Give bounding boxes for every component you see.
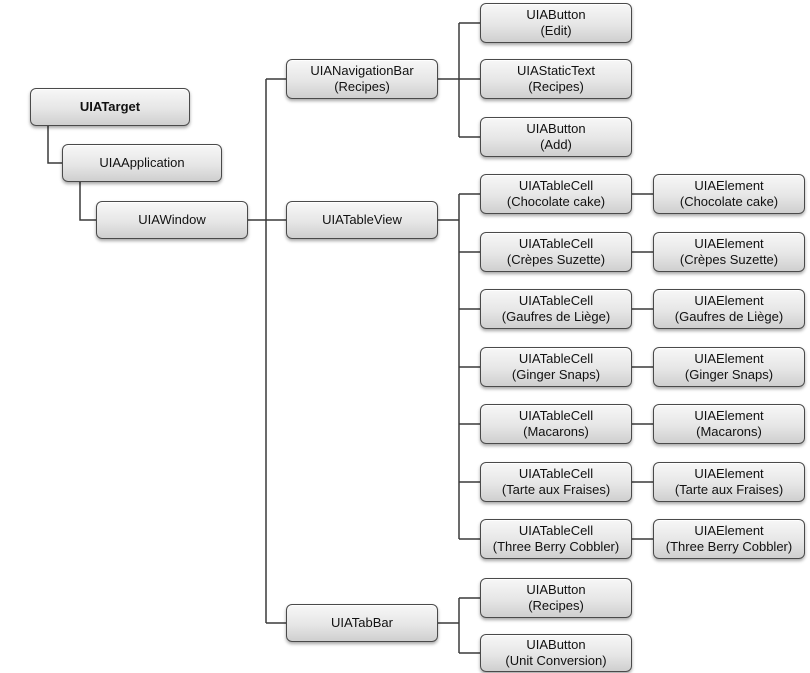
node-title: UIATableCell [518, 293, 594, 308]
node-title: UIAButton [526, 121, 586, 136]
uiaapplication-node: UIAApplication [62, 144, 222, 182]
connector-app-window [79, 182, 96, 221]
uiabutton-recipes-node: UIAButton(Recipes) [480, 578, 632, 618]
node-title: UIAElement [694, 236, 764, 251]
node-subtitle: (Chocolate cake) [679, 194, 779, 209]
node-subtitle: (Ginger Snaps) [684, 367, 774, 382]
uiaelement-gaufres-de-liege-node: UIAElement(Gaufres de Liège) [653, 289, 805, 329]
node-title: UIAElement [694, 466, 764, 481]
node-title: UIAApplication [99, 155, 185, 170]
node-title: UIAElement [694, 351, 764, 366]
uiatablecell-ginger-snaps-node: UIATableCell(Ginger Snaps) [480, 347, 632, 387]
node-subtitle: (Macarons) [523, 424, 589, 439]
node-subtitle: (Chocolate cake) [506, 194, 606, 209]
node-subtitle: (Recipes) [528, 598, 584, 613]
uianavigationbar-node: UIANavigationBar(Recipes) [286, 59, 438, 99]
uiaelement-ginger-snaps-node: UIAElement(Ginger Snaps) [653, 347, 805, 387]
uiaelement-crepes-suzette-node: UIAElement(Crèpes Suzette) [653, 232, 805, 272]
node-subtitle: (Macarons) [696, 424, 762, 439]
node-subtitle: (Tarte aux Fraises) [674, 482, 784, 497]
uiaelement-chocolate-cake-node: UIAElement(Chocolate cake) [653, 174, 805, 214]
node-title: UIATableCell [518, 523, 594, 538]
node-title: UIAButton [526, 637, 586, 652]
node-subtitle: (Gaufres de Liège) [674, 309, 784, 324]
node-subtitle: (Unit Conversion) [505, 653, 607, 668]
uiatablecell-macarons-node: UIATableCell(Macarons) [480, 404, 632, 444]
uiawindow-node: UIAWindow [96, 201, 248, 239]
node-title: UIATableCell [518, 236, 594, 251]
node-title: UIAWindow [138, 212, 206, 227]
uiabutton-unit-conversion-node: UIAButton(Unit Conversion) [480, 634, 632, 672]
node-title: UIATableView [322, 212, 402, 227]
node-subtitle: (Edit) [540, 23, 572, 38]
node-title: UIATabBar [331, 615, 393, 630]
node-subtitle: (Add) [540, 137, 572, 152]
uiatarget-node: UIATarget [30, 88, 190, 126]
node-title: UIAButton [526, 7, 586, 22]
uiaelement-macarons-node: UIAElement(Macarons) [653, 404, 805, 444]
node-subtitle: (Three Berry Cobbler) [665, 539, 793, 554]
uiaelement-tarte-aux-fraises-node: UIAElement(Tarte aux Fraises) [653, 462, 805, 502]
node-subtitle: (Tarte aux Fraises) [501, 482, 611, 497]
node-title: UIAButton [526, 582, 586, 597]
node-title: UIANavigationBar [310, 63, 414, 78]
uiatablecell-chocolate-cake-node: UIATableCell(Chocolate cake) [480, 174, 632, 214]
node-title: UIATableCell [518, 178, 594, 193]
uiabutton-add-node: UIAButton(Add) [480, 117, 632, 157]
uiatablecell-crepes-suzette-node: UIATableCell(Crèpes Suzette) [480, 232, 632, 272]
node-subtitle: (Gaufres de Liège) [501, 309, 611, 324]
node-subtitle: (Crèpes Suzette) [506, 252, 606, 267]
node-title: UIAElement [694, 523, 764, 538]
node-title: UIATableCell [518, 351, 594, 366]
node-title: UIAElement [694, 408, 764, 423]
uiatableview-node: UIATableView [286, 201, 438, 239]
node-subtitle: (Recipes) [528, 79, 584, 94]
node-subtitle: (Recipes) [334, 79, 390, 94]
node-subtitle: (Ginger Snaps) [511, 367, 601, 382]
node-title: UIAStaticText [516, 63, 596, 78]
uiatablecell-three-berry-cobbler-node: UIATableCell(Three Berry Cobbler) [480, 519, 632, 559]
uiatablecell-gaufres-de-liege-node: UIATableCell(Gaufres de Liège) [480, 289, 632, 329]
uiaelement-three-berry-cobbler-node: UIAElement(Three Berry Cobbler) [653, 519, 805, 559]
node-title: UIATarget [79, 99, 141, 114]
uiabutton-edit-node: UIAButton(Edit) [480, 3, 632, 43]
node-title: UIATableCell [518, 408, 594, 423]
uiatablecell-tarte-aux-fraises-node: UIATableCell(Tarte aux Fraises) [480, 462, 632, 502]
node-title: UIAElement [694, 293, 764, 308]
node-title: UIATableCell [518, 466, 594, 481]
node-title: UIAElement [694, 178, 764, 193]
node-subtitle: (Crèpes Suzette) [679, 252, 779, 267]
connector-target-app [47, 126, 62, 164]
uiastatictext-recipes-node: UIAStaticText(Recipes) [480, 59, 632, 99]
node-subtitle: (Three Berry Cobbler) [492, 539, 620, 554]
uiatabbar-node: UIATabBar [286, 604, 438, 642]
